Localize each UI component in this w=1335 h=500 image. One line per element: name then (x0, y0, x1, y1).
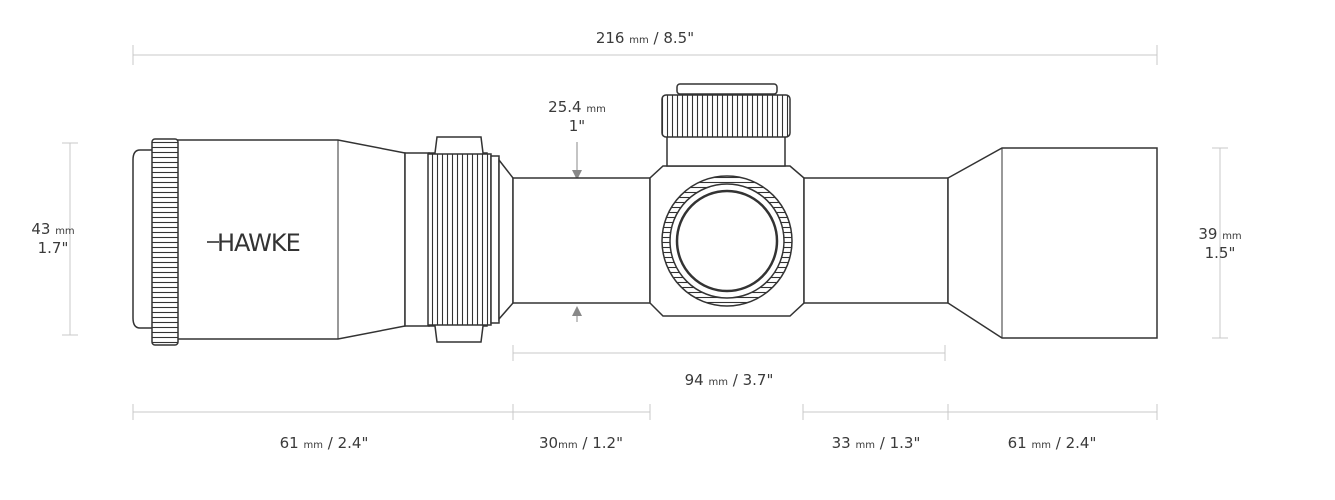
objective-section-label: 61 mm / 2.4" (280, 434, 369, 452)
svg-text:1.7": 1.7" (38, 239, 69, 257)
dimension-lines (62, 45, 1228, 420)
rear-tube-label: 33 mm / 1.3" (832, 434, 921, 452)
tube-length-label: 94 mm / 3.7" (685, 371, 774, 389)
elevation-turret-knurl (661, 94, 791, 138)
objective-knurl-ring (151, 138, 179, 346)
objective-diameter-label: 43 mm 1.7" (31, 220, 74, 257)
svg-text:1.5": 1.5" (1205, 244, 1236, 262)
scope-body (132, 83, 1158, 346)
tube-diameter-arrows (572, 142, 582, 322)
svg-text:43 mm: 43 mm (31, 220, 74, 238)
svg-text:39 mm: 39 mm (1198, 225, 1241, 243)
front-tube-label: 30mm / 1.2" (539, 434, 623, 452)
objective-cap (132, 149, 158, 329)
power-ring-knurl (427, 153, 492, 326)
front-tube (512, 177, 651, 304)
hawke-logo: HAWKE (207, 229, 301, 257)
svg-text:HAWKE: HAWKE (217, 229, 300, 257)
eyepiece-diameter-label: 39 mm 1.5" (1198, 225, 1241, 262)
overall-length-label: 216 mm / 8.5" (596, 29, 694, 47)
eyepiece (947, 147, 1158, 339)
eyepiece-section-label: 61 mm / 2.4" (1008, 434, 1097, 452)
tube-diameter-label: 25.4 mm 1" (548, 98, 606, 135)
rear-tube (803, 177, 949, 304)
svg-text:25.4 mm: 25.4 mm (548, 98, 606, 116)
svg-text:1": 1" (569, 117, 585, 135)
